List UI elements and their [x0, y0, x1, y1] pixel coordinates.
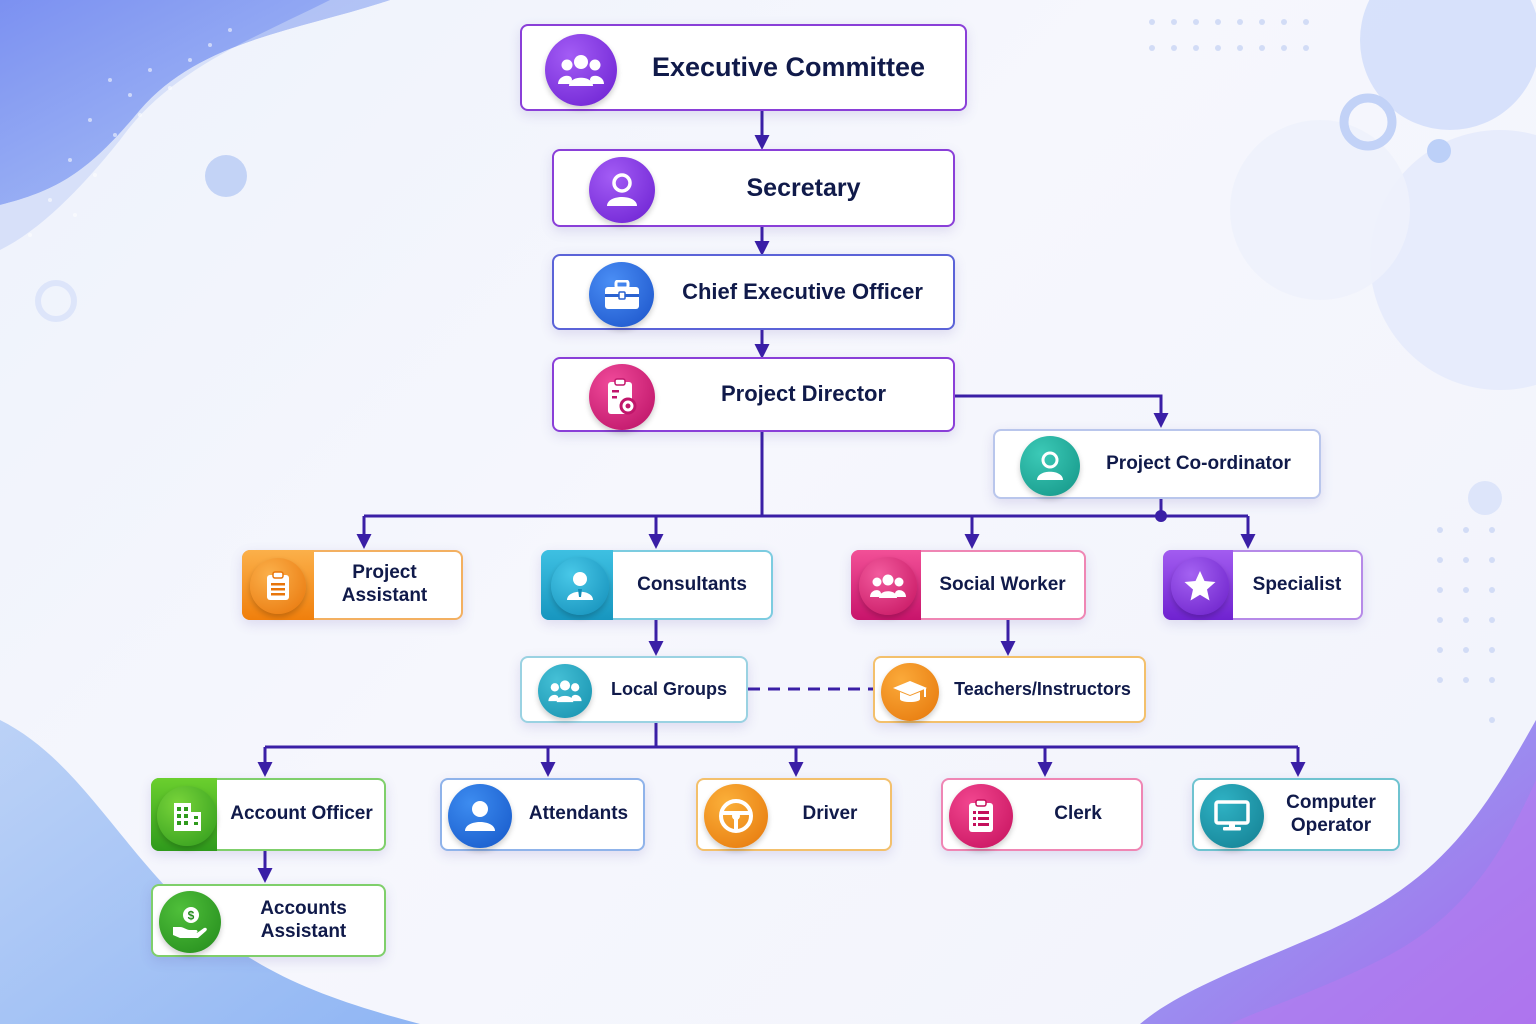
node-label: Account Officer [230, 803, 373, 825]
node-chief-executive-officer[interactable]: Chief Executive Officer [552, 254, 955, 330]
node-label: Secretary [746, 174, 861, 202]
building-icon [157, 786, 217, 846]
clipboard-list-icon [949, 784, 1013, 848]
node-consultants[interactable]: Consultants [541, 550, 773, 620]
node-project-coordinator[interactable]: Project Co-ordinator [993, 429, 1321, 499]
person-tie-icon [551, 557, 609, 615]
node-social-worker[interactable]: Social Worker [851, 550, 1086, 620]
node-local-groups[interactable]: Local Groups [520, 656, 748, 723]
person-icon [1020, 436, 1080, 496]
node-specialist[interactable]: Specialist [1163, 550, 1363, 620]
node-label: Consultants [637, 573, 747, 595]
briefcase-icon [589, 262, 654, 327]
connector-pd-coordinator [955, 394, 1169, 428]
node-label: Teachers/Instructors [954, 678, 1131, 699]
group-icon [545, 34, 617, 106]
group-icon [538, 664, 592, 718]
node-executive-committee[interactable]: Executive Committee [520, 24, 967, 111]
node-account-officer[interactable]: Account Officer [151, 778, 386, 851]
node-computer-operator[interactable]: Computer Operator [1192, 778, 1400, 851]
monitor-icon [1200, 784, 1264, 848]
node-label: Specialist [1252, 573, 1342, 595]
node-label: Executive Committee [651, 52, 926, 83]
node-label: Social Worker [939, 573, 1066, 595]
node-label: Clerk [1054, 803, 1102, 825]
node-label: Chief Executive Officer [682, 278, 923, 304]
group-icon [859, 557, 917, 615]
node-project-director[interactable]: Project Director [552, 357, 955, 432]
node-label: Project Co-ordinator [1106, 452, 1291, 474]
node-secretary[interactable]: Secretary [552, 149, 955, 227]
node-label: Project Director [720, 381, 887, 407]
person-icon [448, 784, 512, 848]
hand-money-icon: $ [159, 891, 221, 953]
graduation-cap-icon [881, 663, 939, 721]
node-label: Accounts Assistant [260, 897, 347, 942]
node-clerk[interactable]: Clerk [941, 778, 1143, 851]
node-label: Computer Operator [1286, 791, 1376, 836]
node-label: Local Groups [610, 678, 727, 699]
clipboard-icon [250, 558, 306, 614]
star-icon [1171, 557, 1229, 615]
node-project-assistant[interactable]: Project Assistant [242, 550, 463, 620]
node-accounts-assistant[interactable]: $ Accounts Assistant [151, 884, 386, 957]
node-teachers-instructors[interactable]: Teachers/Instructors [873, 656, 1146, 723]
clipboard-gear-icon [589, 364, 655, 430]
node-label: Driver [802, 803, 858, 825]
node-driver[interactable]: Driver [696, 778, 892, 851]
person-icon [589, 157, 655, 223]
svg-text:$: $ [188, 909, 195, 923]
node-attendants[interactable]: Attendants [440, 778, 645, 851]
node-label: Attendants [528, 803, 629, 825]
node-label: Project Assistant [341, 562, 428, 606]
steering-wheel-icon [704, 784, 768, 848]
